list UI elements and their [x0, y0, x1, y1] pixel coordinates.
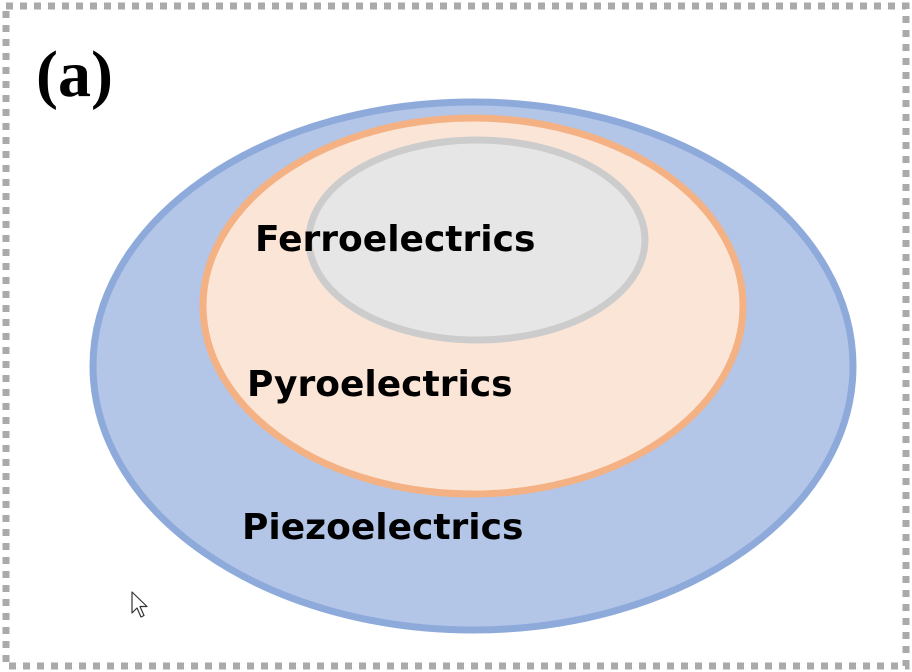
- piezoelectrics-label: Piezoelectrics: [242, 507, 523, 548]
- panel-label: (a): [36, 38, 113, 111]
- arrow-cursor-icon: [131, 591, 148, 618]
- pyroelectrics-label: Pyroelectrics: [247, 364, 513, 405]
- ferroelectrics-region: [305, 136, 649, 344]
- ferroelectrics-label: Ferroelectrics: [255, 219, 535, 260]
